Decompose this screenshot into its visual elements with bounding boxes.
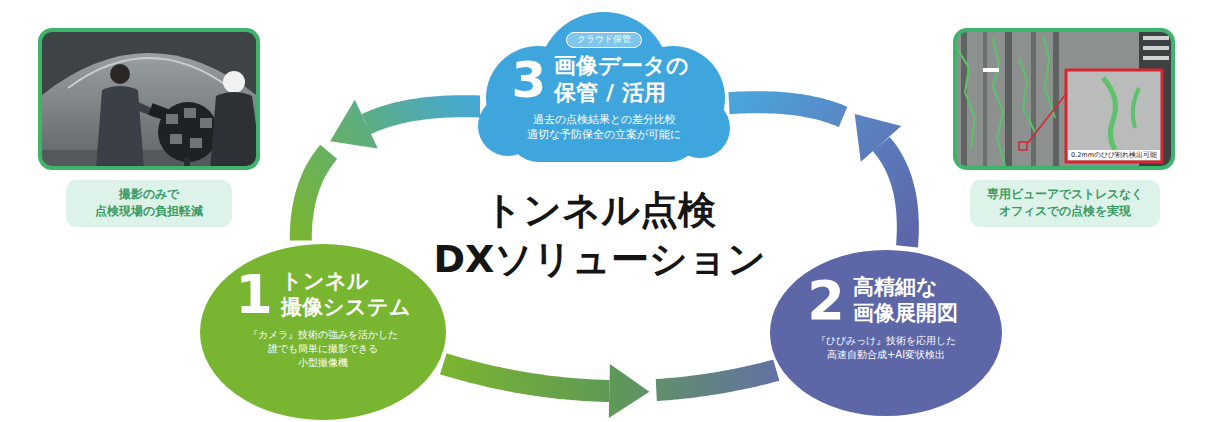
number-row: 2高精細な 画像展開図 (807, 274, 965, 328)
viewer-photo (953, 28, 1175, 170)
arrow-band (366, 106, 480, 124)
node-body: 過去の点検結果との差分比較 適切な予防保全の立案が可能に (499, 112, 709, 141)
step-number: 2 (807, 274, 845, 328)
tag-text: クラウド保管 (577, 34, 631, 44)
node-body: 『ひびみっけ』技術を応用した 高速自動合成+AI変状検出 (811, 334, 961, 362)
photo-content (955, 30, 1173, 168)
caption-text: 撮影のみで 点検現場の負担軽減 (74, 186, 224, 221)
arrow-head (609, 364, 650, 418)
node-content: 1トンネル 撮像システム『カメラ』技術の強みを活かした 誰でも簡単に撮影できる … (200, 244, 446, 370)
step-number: 3 (512, 55, 547, 105)
node-heading: 高精細な 画像展開図 (853, 275, 965, 326)
arrow-band (881, 144, 908, 246)
photo-content (40, 30, 258, 168)
arrow-band (301, 152, 329, 241)
arrow-band (443, 364, 609, 391)
cloud-tag: クラウド保管 (566, 32, 642, 48)
diagram-title: トンネル点検 DXソリューション (420, 186, 780, 285)
step-number: 1 (235, 268, 273, 322)
flow-arrow (301, 100, 480, 241)
node-content: クラウド保管 3画像データの 保管 / 活用過去の点検結果との差分比較 適切な予防… (478, 6, 730, 142)
node-body: 『カメラ』技術の強みを活かした 誰でも簡単に撮影できる 小型撮像機 (244, 328, 402, 370)
node-heading: 画像データの 保管 / 活用 (554, 53, 696, 107)
node-content: 2高精細な 画像展開図『ひびみっけ』技術を応用した 高速自動合成+AI変状検出 (770, 250, 1002, 362)
arrow-head (855, 114, 902, 162)
node-heading: トンネル 撮像システム (281, 269, 411, 320)
caption-box: 撮影のみで 点検現場の負担軽減 (66, 180, 232, 227)
cloud-node: クラウド保管 3画像データの 保管 / 活用過去の点検結果との差分比較 適切な予防… (478, 6, 730, 168)
flow-arrow (729, 102, 908, 246)
arrow-band (656, 370, 776, 390)
inset-caption: 0.2mmのひび割れ検出可能 (1068, 150, 1160, 160)
process-circle: 1トンネル 撮像システム『カメラ』技術の強みを活かした 誰でも簡単に撮影できる … (200, 244, 446, 420)
flow-arrow (443, 364, 776, 418)
caption-box: 専用ビューアでストレスなく オフィスでの点検を実現 (970, 180, 1160, 227)
arrow-head (330, 100, 378, 149)
number-row: 1トンネル 撮像システム (235, 268, 411, 322)
arrow-band (729, 102, 843, 117)
caption-text: 専用ビューアでストレスなく オフィスでの点検を実現 (978, 186, 1152, 221)
number-row: 3画像データの 保管 / 活用 (512, 53, 697, 107)
site-photo (38, 28, 260, 170)
process-circle: 2高精細な 画像展開図『ひびみっけ』技術を応用した 高速自動合成+AI変状検出 (770, 250, 1002, 416)
